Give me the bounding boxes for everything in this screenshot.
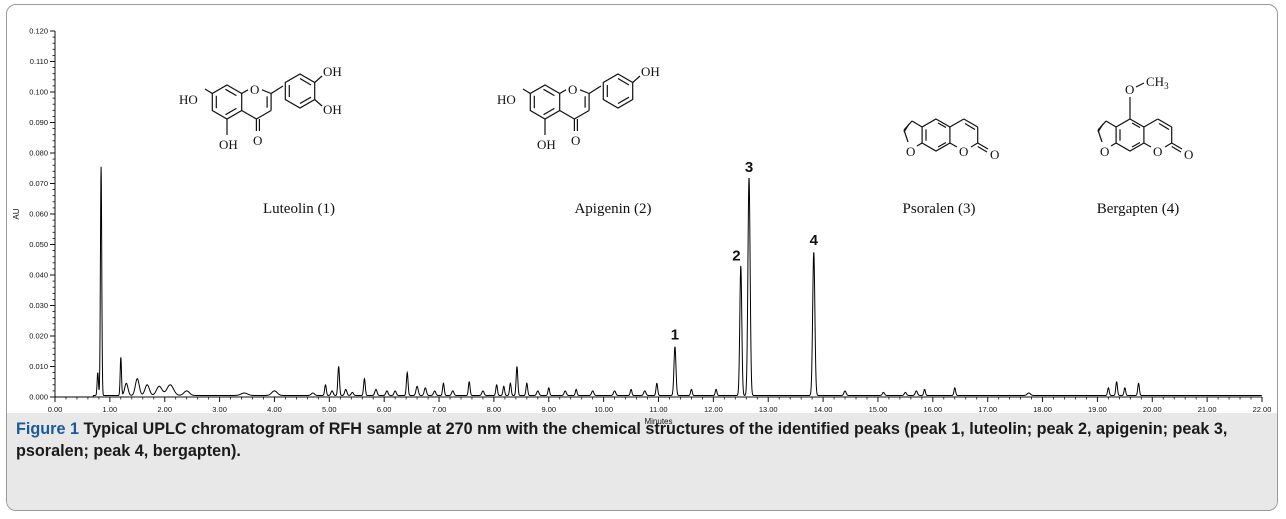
x-tick-label-2: 2.00 <box>157 405 172 414</box>
x-tick-label-5: 5.00 <box>322 405 337 414</box>
x-tick-label-18: 18.00 <box>1033 405 1052 414</box>
structure-label-apigenin: Apigenin (2) <box>574 201 651 217</box>
x-tick-label-6: 6.00 <box>377 405 392 414</box>
apigenin-oh-top: OH <box>641 64 660 79</box>
y-tick-label-2: 0.020 <box>29 332 48 341</box>
y-tick-label-12: 0.120 <box>29 27 48 36</box>
peak-labels: 1 2 3 4 <box>671 159 819 344</box>
x-tick-label-3: 3.00 <box>212 405 227 414</box>
apigenin-ring-o: O <box>568 82 577 97</box>
luteolin-oh-bottom: OH <box>219 137 238 152</box>
luteolin-keto-o: O <box>253 133 262 148</box>
y-tick-label-11: 0.110 <box>30 57 48 66</box>
x-tick-label-16: 16.00 <box>923 405 942 414</box>
figure-caption-text: Typical UPLC chromatogram of RFH sample … <box>16 420 1228 460</box>
peak-label-2: 2 <box>732 247 740 264</box>
x-tick-label-17: 17.00 <box>978 405 997 414</box>
structure-psoralen: O O O <box>903 118 999 162</box>
x-tick-label-10: 10.00 <box>594 405 613 414</box>
bergapten-methyl: CH3 <box>1146 74 1169 91</box>
luteolin-oh-right: OH <box>323 102 342 117</box>
x-tick-label-11: 11.00 <box>649 405 667 414</box>
figure-caption: Figure 1 Typical UPLC chromatogram of RF… <box>16 418 1266 462</box>
axes <box>54 31 1262 398</box>
x-tick-label-15: 15.00 <box>869 405 888 414</box>
y-ticks: 0.000 0.010 0.020 0.030 0.040 0.050 0.060 0.070… <box>29 27 55 402</box>
y-tick-label-7: 0.070 <box>29 179 48 188</box>
y-tick-label-4: 0.040 <box>29 271 48 280</box>
x-tick-label-19: 19.00 <box>1088 405 1107 414</box>
y-tick-label-5: 0.050 <box>29 240 48 249</box>
psoralen-furan-o: O <box>906 144 915 159</box>
x-axis-title: Minutes <box>644 417 672 426</box>
peak-label-3: 3 <box>745 159 753 176</box>
x-tick-label-21: 21.00 <box>1198 405 1217 414</box>
structure-label-bergapten: Bergapten (4) <box>1097 201 1180 217</box>
peak-label-1: 1 <box>671 327 679 344</box>
chromatogram-trace <box>55 166 1262 398</box>
x-tick-label-7: 7.00 <box>432 405 447 414</box>
caption-band <box>7 413 1277 510</box>
bergapten-furan-o: O <box>1100 144 1109 159</box>
apigenin-oh-bottom: OH <box>537 137 556 152</box>
y-tick-label-1: 0.010 <box>29 362 48 371</box>
bergapten-pyran-o: O <box>1153 144 1162 159</box>
structure-bergapten: O CH3 O O O <box>1097 74 1193 162</box>
x-tick-label-0: 0.00 <box>48 405 63 414</box>
y-tick-label-9: 0.090 <box>29 118 48 127</box>
structure-luteolin: HO O O OH OH OH <box>179 64 342 152</box>
x-tick-label-12: 12.00 <box>704 405 723 414</box>
y-tick-label-6: 0.060 <box>29 210 48 219</box>
figure-label: Figure 1 <box>16 420 79 438</box>
peak-label-4: 4 <box>810 232 819 249</box>
luteolin-ho: HO <box>179 92 198 107</box>
x-tick-label-4: 4.00 <box>267 405 282 414</box>
y-tick-label-10: 0.100 <box>29 88 48 97</box>
x-tick-label-9: 9.00 <box>541 405 556 414</box>
y-tick-label-0: 0.000 <box>29 393 48 402</box>
x-tick-label-14: 14.00 <box>814 405 833 414</box>
psoralen-pyran-o: O <box>959 144 968 159</box>
apigenin-ho: HO <box>497 92 516 107</box>
structure-label-psoralen: Psoralen (3) <box>903 201 976 217</box>
x-tick-label-1: 1.00 <box>103 405 118 414</box>
psoralen-keto-o: O <box>990 147 999 162</box>
x-ticks: 0.00 1.00 2.00 3.00 4.00 5.00 6.00 7.00 8.00 9.00… <box>48 397 1272 414</box>
structure-apigenin: HO O O OH OH <box>497 64 660 152</box>
x-tick-label-13: 13.00 <box>759 405 778 414</box>
bergapten-keto-o: O <box>1184 147 1193 162</box>
bergapten-methoxy-o: O <box>1125 82 1134 97</box>
y-tick-label-8: 0.080 <box>29 149 48 158</box>
x-tick-label-8: 8.00 <box>487 405 502 414</box>
x-tick-label-22: 22.00 <box>1253 405 1272 414</box>
luteolin-oh-top: OH <box>323 64 342 79</box>
structure-label-luteolin: Luteolin (1) <box>263 201 335 217</box>
luteolin-ring-o: O <box>250 82 259 97</box>
x-tick-label-20: 20.00 <box>1143 405 1162 414</box>
y-tick-label-3: 0.030 <box>29 301 48 310</box>
y-axis-title: AU <box>12 208 21 219</box>
apigenin-keto-o: O <box>571 133 580 148</box>
